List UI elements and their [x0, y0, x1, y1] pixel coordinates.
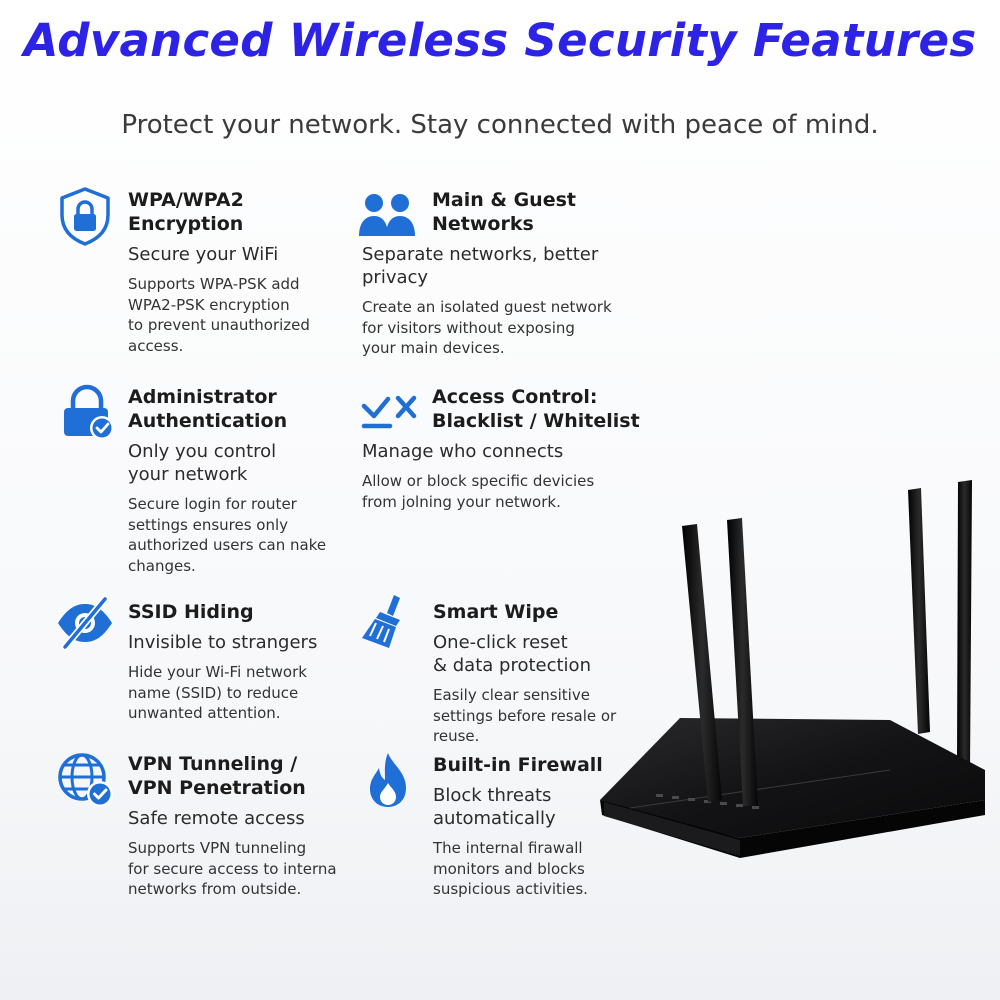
- feature-title: Administrator Authentication: [128, 386, 288, 432]
- feature-tagline: One-click reset & data protection: [433, 632, 591, 676]
- feature-ssid-hiding: SSID Hiding Invisible to strangers Hide …: [128, 600, 348, 724]
- feature-tagline: Separate networks, better privacy: [362, 244, 599, 288]
- eye-slash-icon: [55, 593, 115, 653]
- feature-tagline: Block threats automatically: [433, 785, 556, 829]
- feature-title: Built-in Firewall: [433, 754, 603, 776]
- lock-check-icon: [58, 384, 118, 444]
- feature-description: The internal firawall monitors and block…: [433, 839, 588, 898]
- feature-description: Allow or block specific devicies from jo…: [362, 472, 595, 511]
- feature-description: Secure login for router settings ensures…: [128, 495, 327, 575]
- feature-description: Supports VPN tunneling for secure access…: [128, 839, 337, 898]
- page-subtitle: Protect your network. Stay connected wit…: [121, 110, 879, 140]
- feature-description: Easily clear sensitive settings before r…: [433, 686, 617, 745]
- page-title: Advanced Wireless Security Features: [23, 14, 977, 67]
- feature-smart-wipe: Smart Wipe One-click reset & data protec…: [433, 600, 653, 747]
- feature-description: Hide your Wi-Fi network name (SSID) to r…: [128, 663, 307, 722]
- feature-firewall: Built-in Firewall Block threats automati…: [433, 753, 653, 900]
- globe-check-icon: [56, 750, 116, 810]
- feature-tagline: Only you control your network: [128, 441, 277, 485]
- feature-tagline: Manage who connects: [362, 441, 564, 462]
- feature-tagline: Safe remote access: [128, 808, 305, 829]
- feature-vpn: VPN Tunneling / VPN Penetration Safe rem…: [128, 752, 353, 900]
- check-cross-icon: [360, 384, 420, 444]
- users-icon: [357, 188, 417, 248]
- feature-title: WPA/WPA2 Encryption: [128, 189, 244, 235]
- router-image: [590, 470, 1000, 860]
- feature-title: Access Control: Blacklist / Whitelist: [432, 386, 640, 432]
- feature-title: SSID Hiding: [128, 601, 254, 623]
- feature-tagline: Secure your WiFi: [128, 244, 279, 265]
- broom-icon: [358, 592, 418, 652]
- feature-access-control: Access Control: Blacklist / Whitelist Ma…: [362, 385, 652, 512]
- feature-tagline: Invisible to strangers: [128, 632, 318, 653]
- feature-description: Create an isolated guest network for vis…: [362, 298, 612, 357]
- feature-title: VPN Tunneling / VPN Penetration: [128, 753, 306, 799]
- shield-lock-icon: [55, 186, 115, 246]
- feature-wpa-encryption: WPA/WPA2 Encryption Secure your WiFi Sup…: [128, 188, 348, 356]
- feature-title: Smart Wipe: [433, 601, 559, 623]
- feature-admin-authentication: Administrator Authentication Only you co…: [128, 385, 348, 576]
- feature-title: Main & Guest Networks: [432, 189, 576, 235]
- feature-description: Supports WPA-PSK add WPA2-PSK encryption…: [128, 275, 310, 355]
- feature-main-guest-networks: Main & Guest Networks Separate networks,…: [362, 188, 642, 359]
- flame-icon: [360, 750, 420, 810]
